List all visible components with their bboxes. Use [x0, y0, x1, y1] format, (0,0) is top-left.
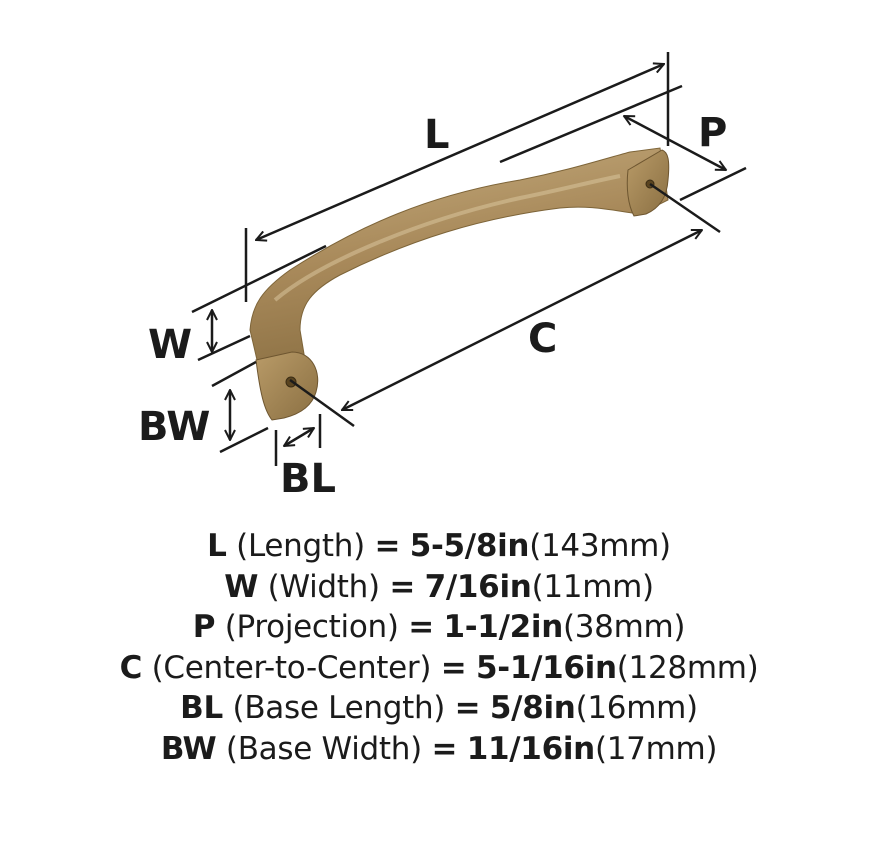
- handle-image: [249, 147, 670, 421]
- label-P: P: [698, 110, 727, 156]
- label-C: C: [528, 316, 557, 362]
- spec-imperial: 1-1/2in: [443, 609, 563, 645]
- spec-equals: =: [374, 528, 401, 564]
- spec-imperial: 11/16in: [466, 730, 596, 767]
- spec-equals: =: [440, 649, 467, 686]
- spec-metric: (143mm): [529, 528, 671, 564]
- spec-equals: =: [431, 730, 458, 767]
- spec-metric: (11mm): [531, 568, 655, 605]
- label-BW: BW: [138, 404, 210, 450]
- spec-imperial: 5-1/16in: [475, 649, 617, 686]
- spec-metric: (16mm): [575, 690, 699, 726]
- spec-base-width: BW (Base Width) = 11/16in(17mm): [0, 729, 878, 770]
- dimension-diagram: L P W C BW BL: [138, 52, 747, 502]
- spec-length: L (Length) = 5-5/8in(143mm): [0, 526, 878, 567]
- dimension-specs-list: L (Length) = 5-5/8in(143mm) W (Width) = …: [0, 526, 878, 769]
- spec-imperial: 5-5/8in: [409, 528, 530, 564]
- spec-base-length: BL (Base Length) = 5/8in(16mm): [0, 688, 878, 729]
- label-L: L: [424, 112, 450, 158]
- spec-metric: (128mm): [616, 649, 759, 686]
- spec-name: (Base Width): [225, 730, 422, 767]
- spec-code: P: [192, 609, 216, 645]
- spec-projection: P (Projection) = 1-1/2in(38mm): [0, 607, 878, 648]
- spec-code: BL: [180, 690, 223, 726]
- spec-name: (Projection): [224, 609, 399, 645]
- dimension-lines: [191, 52, 747, 466]
- spec-name: (Base Length): [232, 690, 446, 726]
- spec-code: BW: [160, 730, 217, 767]
- spec-name: (Center-to-Center): [151, 649, 432, 686]
- spec-code: L: [207, 528, 227, 564]
- spec-equals: =: [454, 690, 481, 726]
- spec-name: (Width): [267, 568, 380, 605]
- spec-center-to-center: C (Center-to-Center) = 5-1/16in(128mm): [0, 648, 878, 689]
- spec-equals: =: [389, 568, 416, 605]
- spec-metric: (17mm): [594, 730, 718, 767]
- spec-code: W: [224, 568, 259, 605]
- spec-width: W (Width) = 7/16in(11mm): [0, 567, 878, 608]
- label-BL: BL: [280, 456, 336, 502]
- spec-metric: (38mm): [562, 609, 686, 645]
- spec-name: (Length): [236, 528, 365, 564]
- spec-imperial: 7/16in: [424, 568, 532, 605]
- label-W: W: [148, 322, 192, 368]
- spec-code: C: [119, 649, 143, 686]
- spec-imperial: 5/8in: [489, 690, 576, 726]
- spec-equals: =: [408, 609, 434, 645]
